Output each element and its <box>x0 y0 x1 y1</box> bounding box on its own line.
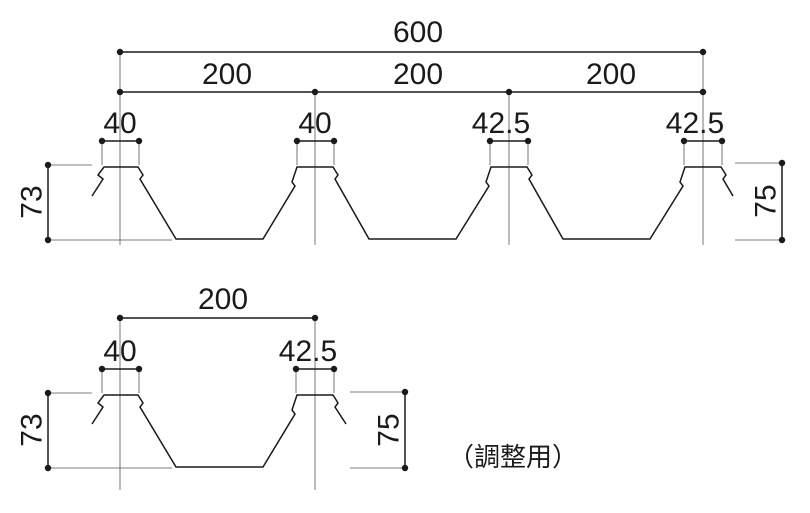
dimension-height-left: 73 <box>16 161 172 244</box>
span-label: 200 <box>198 283 248 316</box>
deck-profile-outline <box>91 394 347 468</box>
dimension-rib-widths: 40 42.5 <box>98 335 338 393</box>
rib-width-label: 40 <box>103 107 136 140</box>
rib-width-label: 40 <box>298 107 331 140</box>
span-label: 200 <box>586 58 636 91</box>
height-right-label: 75 <box>373 413 406 446</box>
dimension-height-right: 75 <box>735 159 786 244</box>
rib-width-label: 42.5 <box>666 107 724 140</box>
top-profile: 600 200 200 200 40 <box>16 16 786 245</box>
span-label: 200 <box>202 58 252 91</box>
dimension-rib-widths: 40 40 42.5 42.5 <box>98 107 726 165</box>
height-left-label: 73 <box>16 185 49 218</box>
dimension-spans: 200 200 200 <box>116 58 707 96</box>
rib-width-label: 40 <box>103 335 136 368</box>
dimension-total-width: 600 <box>116 16 707 56</box>
dimension-height-left: 73 <box>16 389 172 472</box>
dimension-span: 200 <box>116 283 319 322</box>
rib-width-label: 42.5 <box>472 107 530 140</box>
rib-width-label: 42.5 <box>279 335 337 368</box>
height-right-label: 75 <box>750 184 783 217</box>
height-left-label: 73 <box>16 413 49 446</box>
adjustment-note: （調整用） <box>448 442 578 472</box>
total-width-label: 600 <box>393 16 443 49</box>
span-label: 200 <box>393 58 443 91</box>
bottom-profile: 200 40 42.5 73 <box>16 283 578 490</box>
deck-profile-outline <box>91 166 734 240</box>
dimension-height-right: 75 <box>350 388 409 472</box>
